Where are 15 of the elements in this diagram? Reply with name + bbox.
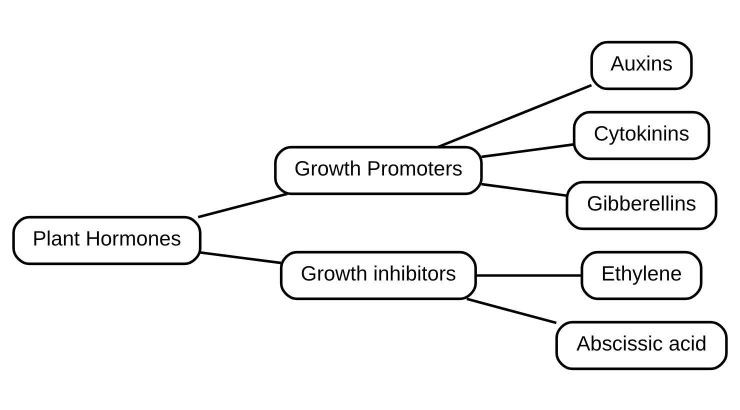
connector xyxy=(200,250,282,264)
connector xyxy=(476,274,582,276)
node-box: Ethylene xyxy=(580,250,702,300)
connector xyxy=(198,192,288,218)
node-box: Cytokinins xyxy=(572,110,710,160)
connector xyxy=(481,142,574,158)
node-box: Abscissic acid xyxy=(555,320,728,370)
connector xyxy=(466,297,557,324)
node-box: Auxins xyxy=(590,40,693,90)
node-box: Growth inhibitors xyxy=(280,250,477,300)
node-box: Gibberellins xyxy=(566,180,718,230)
connector xyxy=(437,83,592,148)
node-box: Plant Hormones xyxy=(12,215,202,265)
connector xyxy=(481,182,567,196)
node-box: Growth Promoters xyxy=(274,145,483,195)
